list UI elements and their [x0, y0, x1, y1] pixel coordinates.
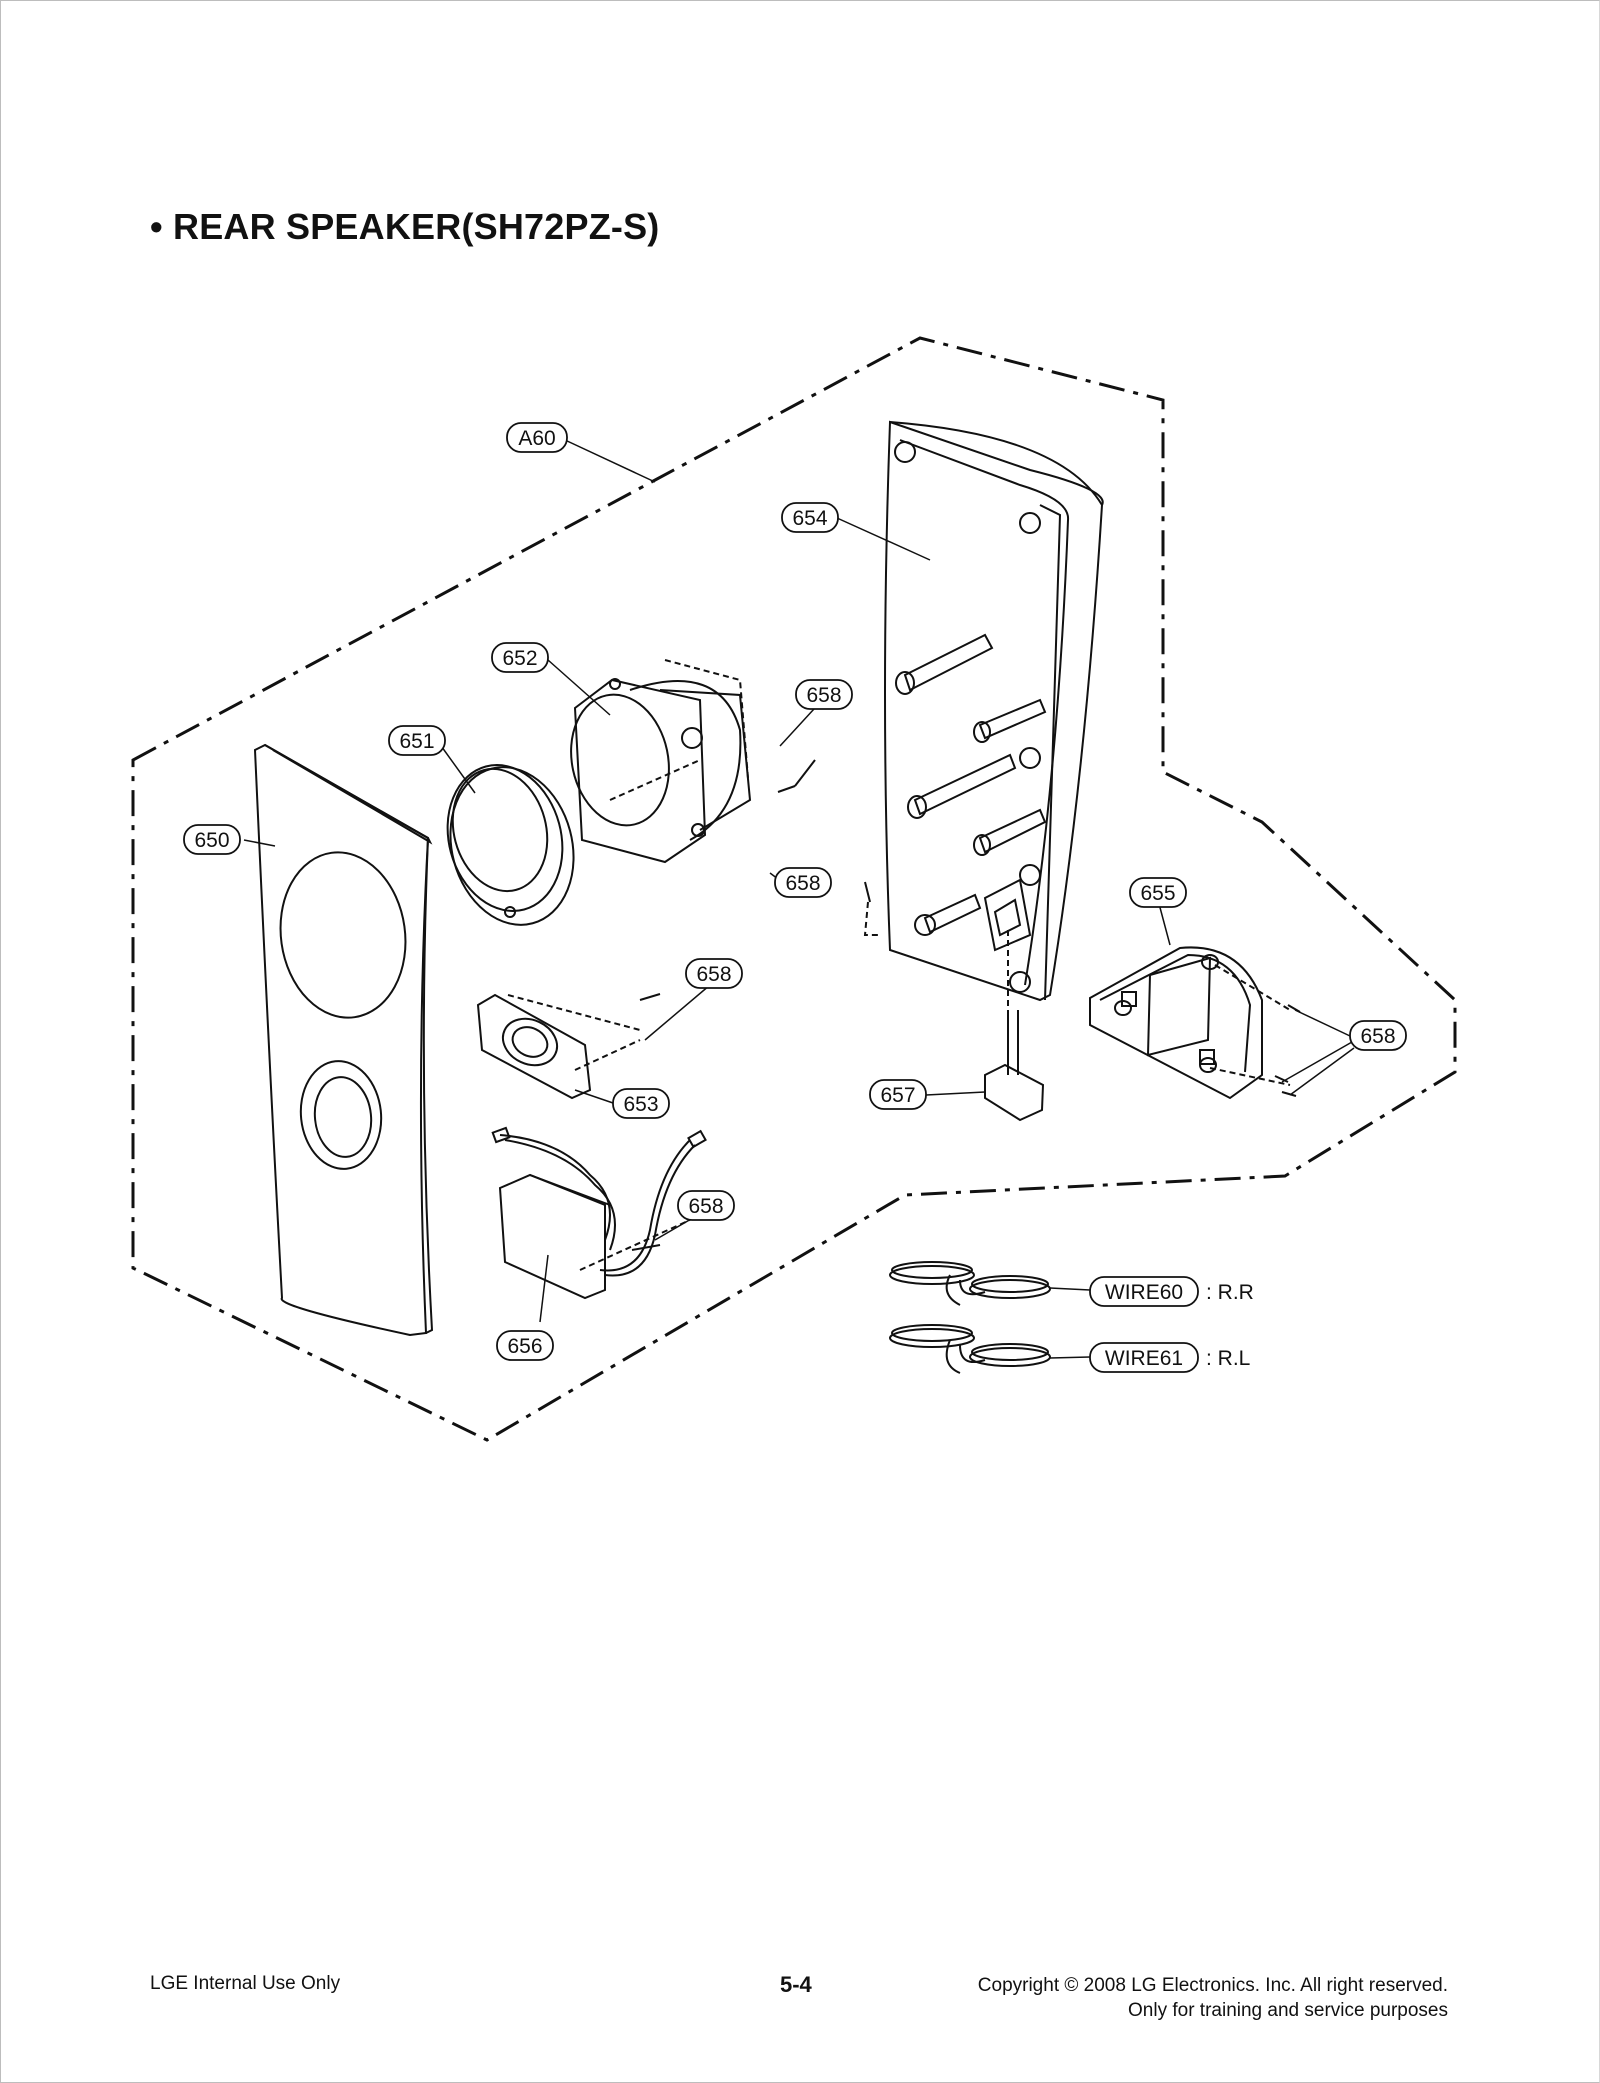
callout-658-c: 658 — [685, 958, 743, 989]
footer-page-number: 5-4 — [780, 1972, 812, 1997]
terminal-part — [984, 930, 1045, 1122]
callout-label: 651 — [399, 730, 434, 753]
woofer-part — [570, 659, 752, 864]
callout-label: 652 — [502, 647, 537, 670]
front-panel-part — [253, 743, 434, 1337]
callout-a60: A60 — [506, 422, 568, 453]
callout-label: 653 — [623, 1093, 658, 1116]
footer-copyright-line1: Copyright © 2008 LG Electronics. Inc. Al… — [977, 1975, 1448, 1996]
callout-653: 653 — [612, 1088, 670, 1119]
callout-wire61: WIRE61 : R.L — [1089, 1342, 1250, 1373]
footer-copyright-line2: Only for training and service purposes — [1128, 2000, 1448, 2021]
callout-wire60: WIRE60 : R.R — [1089, 1276, 1254, 1307]
callout-655: 655 — [1129, 877, 1187, 908]
callout-658-b: 658 — [774, 867, 832, 898]
callout-651: 651 — [388, 725, 446, 756]
cabinet-part — [884, 420, 1104, 1002]
callout-652: 652 — [491, 642, 549, 673]
callout-label: 654 — [792, 507, 827, 530]
wire-suffix-rr: : R.R — [1206, 1281, 1254, 1304]
callout-label: 658 — [806, 684, 841, 707]
tweeter-part — [476, 993, 661, 1100]
callout-658-d: 658 — [1349, 1020, 1407, 1051]
callout-label: A60 — [518, 427, 555, 450]
callout-658-e: 658 — [677, 1190, 735, 1221]
callout-label: 658 — [696, 963, 731, 986]
wire-suffix-rl: : R.L — [1206, 1347, 1250, 1370]
callout-label: WIRE61 — [1105, 1347, 1183, 1370]
callout-label: 658 — [688, 1195, 723, 1218]
callout-label: 655 — [1140, 882, 1175, 905]
callout-label: 656 — [507, 1335, 542, 1358]
network-box-part — [491, 1126, 707, 1300]
callout-650: 650 — [183, 824, 241, 855]
ring-part — [446, 764, 575, 926]
callout-label: 658 — [1360, 1025, 1395, 1048]
base-part — [1089, 946, 1301, 1100]
callout-label: 657 — [880, 1084, 915, 1107]
page-title: • REAR SPEAKER(SH72PZ-S) — [150, 206, 660, 247]
speaker-wires — [889, 1261, 1051, 1374]
screws — [777, 759, 880, 936]
footer-internal-use: LGE Internal Use Only — [150, 1973, 341, 1994]
footer-copyright: Copyright © 2008 LG Electronics. Inc. Al… — [978, 1973, 1448, 2023]
callout-label: 650 — [194, 829, 229, 852]
callout-656: 656 — [496, 1330, 554, 1361]
callout-label: 658 — [785, 872, 820, 895]
callout-657: 657 — [869, 1079, 927, 1110]
assembly-boundary — [131, 336, 1457, 1442]
callout-label: WIRE60 — [1105, 1281, 1183, 1304]
callout-654: 654 — [781, 502, 839, 533]
callout-658-a: 658 — [795, 679, 853, 710]
